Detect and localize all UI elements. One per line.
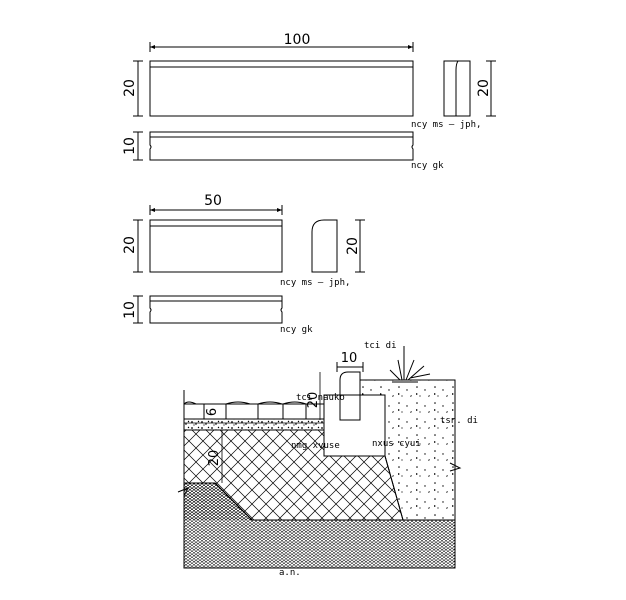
short-curb-end-view: 20 ncy ms – jph, xyxy=(280,219,365,288)
base-depth-dim: 20 xyxy=(207,450,222,467)
base-label: nmg xvuse xyxy=(291,441,340,451)
short-curb-front-view: 50 20 xyxy=(122,193,283,273)
long-height-dim: 20 xyxy=(122,79,138,97)
paver-depth-dim: 6 xyxy=(205,408,220,416)
long-curb-top-view: 10 ncy gk xyxy=(122,131,444,171)
long-thickness-dim: 10 xyxy=(122,137,138,155)
ground-label: a.n. xyxy=(279,568,301,578)
long-length-dim: 100 xyxy=(284,32,311,48)
long-top-label: ncy gk xyxy=(411,161,444,171)
short-front-label: ncy ms – jph, xyxy=(280,278,350,288)
short-thickness-dim: 10 xyxy=(122,301,138,319)
short-length-dim: 50 xyxy=(204,193,222,209)
long-curb-end-view: 20 ncy ms – jph, xyxy=(411,60,496,130)
soil-label: tsn. di xyxy=(440,416,478,426)
cross-section: 6 20 10 20 tci di tci nauko nmg xvuse nx… xyxy=(177,341,478,578)
grass-plant xyxy=(389,346,431,383)
curb-top-label: tci nauko xyxy=(296,393,345,403)
curb-width-dim: 10 xyxy=(341,351,358,366)
short-curb-top-view: 10 ncy gk xyxy=(122,295,313,335)
long-end-height-dim: 20 xyxy=(476,79,492,97)
long-curb-front-view: 100 20 xyxy=(122,32,414,117)
concrete-label: nxus cyui xyxy=(372,439,421,449)
grass-label: tci di xyxy=(364,341,397,351)
short-height-dim: 20 xyxy=(122,236,138,254)
short-top-label: ncy gk xyxy=(280,325,313,335)
long-front-label: ncy ms – jph, xyxy=(411,120,481,130)
curb-height-dim: 20 xyxy=(306,392,321,409)
short-end-height-dim: 20 xyxy=(345,237,361,255)
